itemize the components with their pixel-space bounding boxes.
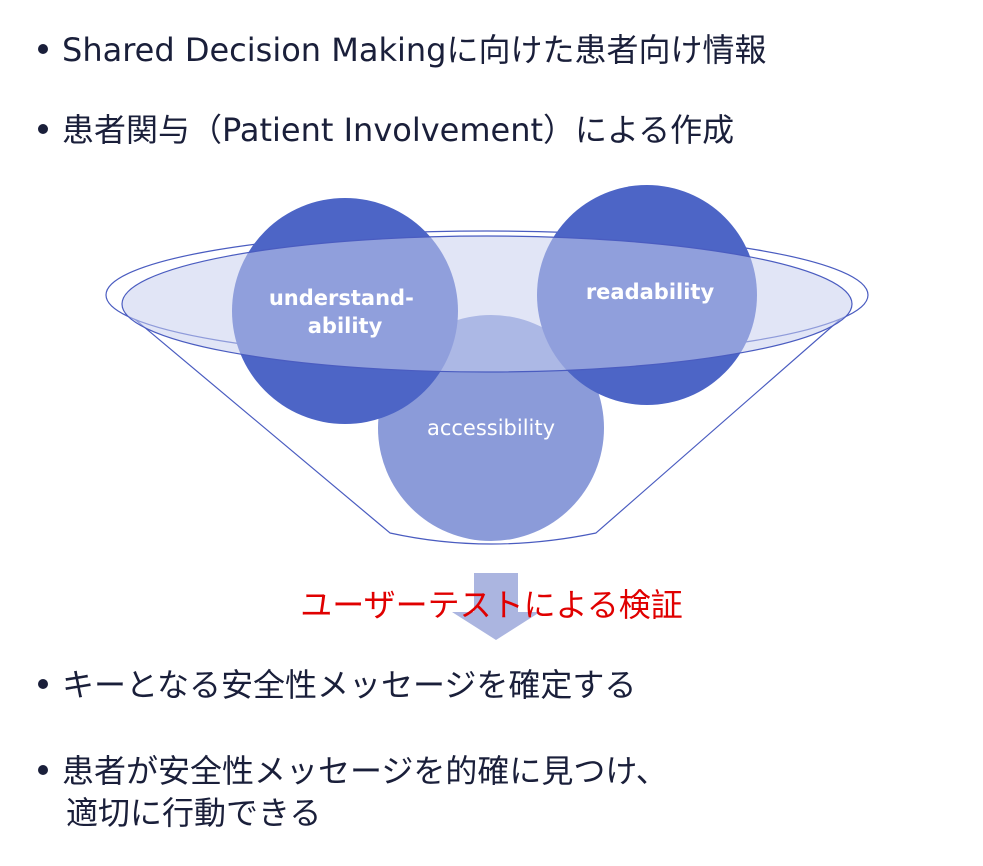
bullet-dot-icon: [38, 44, 48, 54]
bullet-dot-icon: [38, 124, 48, 134]
bullet-text: Shared Decision Makingに向けた患者向け情報: [62, 31, 767, 69]
funnel-rim-inner: [121, 235, 853, 373]
label-understandability: understand- ability: [269, 286, 421, 338]
down-arrow-icon: [452, 573, 540, 640]
bullet-text: キーとなる安全性メッセージを確定する: [62, 666, 637, 704]
bullet-dot-icon: [38, 765, 48, 775]
label-understandability-line2: ability: [308, 314, 383, 338]
bullet-text: 患者関与（Patient Involvement）による作成: [62, 111, 735, 149]
label-understandability-line1: understand-: [269, 286, 414, 310]
label-readability: readability: [586, 280, 715, 304]
bullet-shared-decision-making: Shared Decision Makingに向けた患者向け情報: [38, 30, 766, 70]
bullet-key-safety-message: キーとなる安全性メッセージを確定する: [38, 665, 636, 705]
bullet-text-line1: 患者が安全性メッセージを的確に見つけ、: [62, 752, 668, 790]
bullet-dot-icon: [38, 679, 48, 689]
label-accessibility: accessibility: [427, 416, 555, 440]
bullet-patient-find-act: 患者が安全性メッセージを的確に見つけ、 適切に行動できる: [38, 750, 668, 834]
user-test-verification-label: ユーザーテストによる検証: [300, 586, 683, 624]
bullet-text-line2: 適切に行動できる: [66, 794, 322, 832]
bullet-patient-involvement: 患者関与（Patient Involvement）による作成: [38, 110, 734, 150]
